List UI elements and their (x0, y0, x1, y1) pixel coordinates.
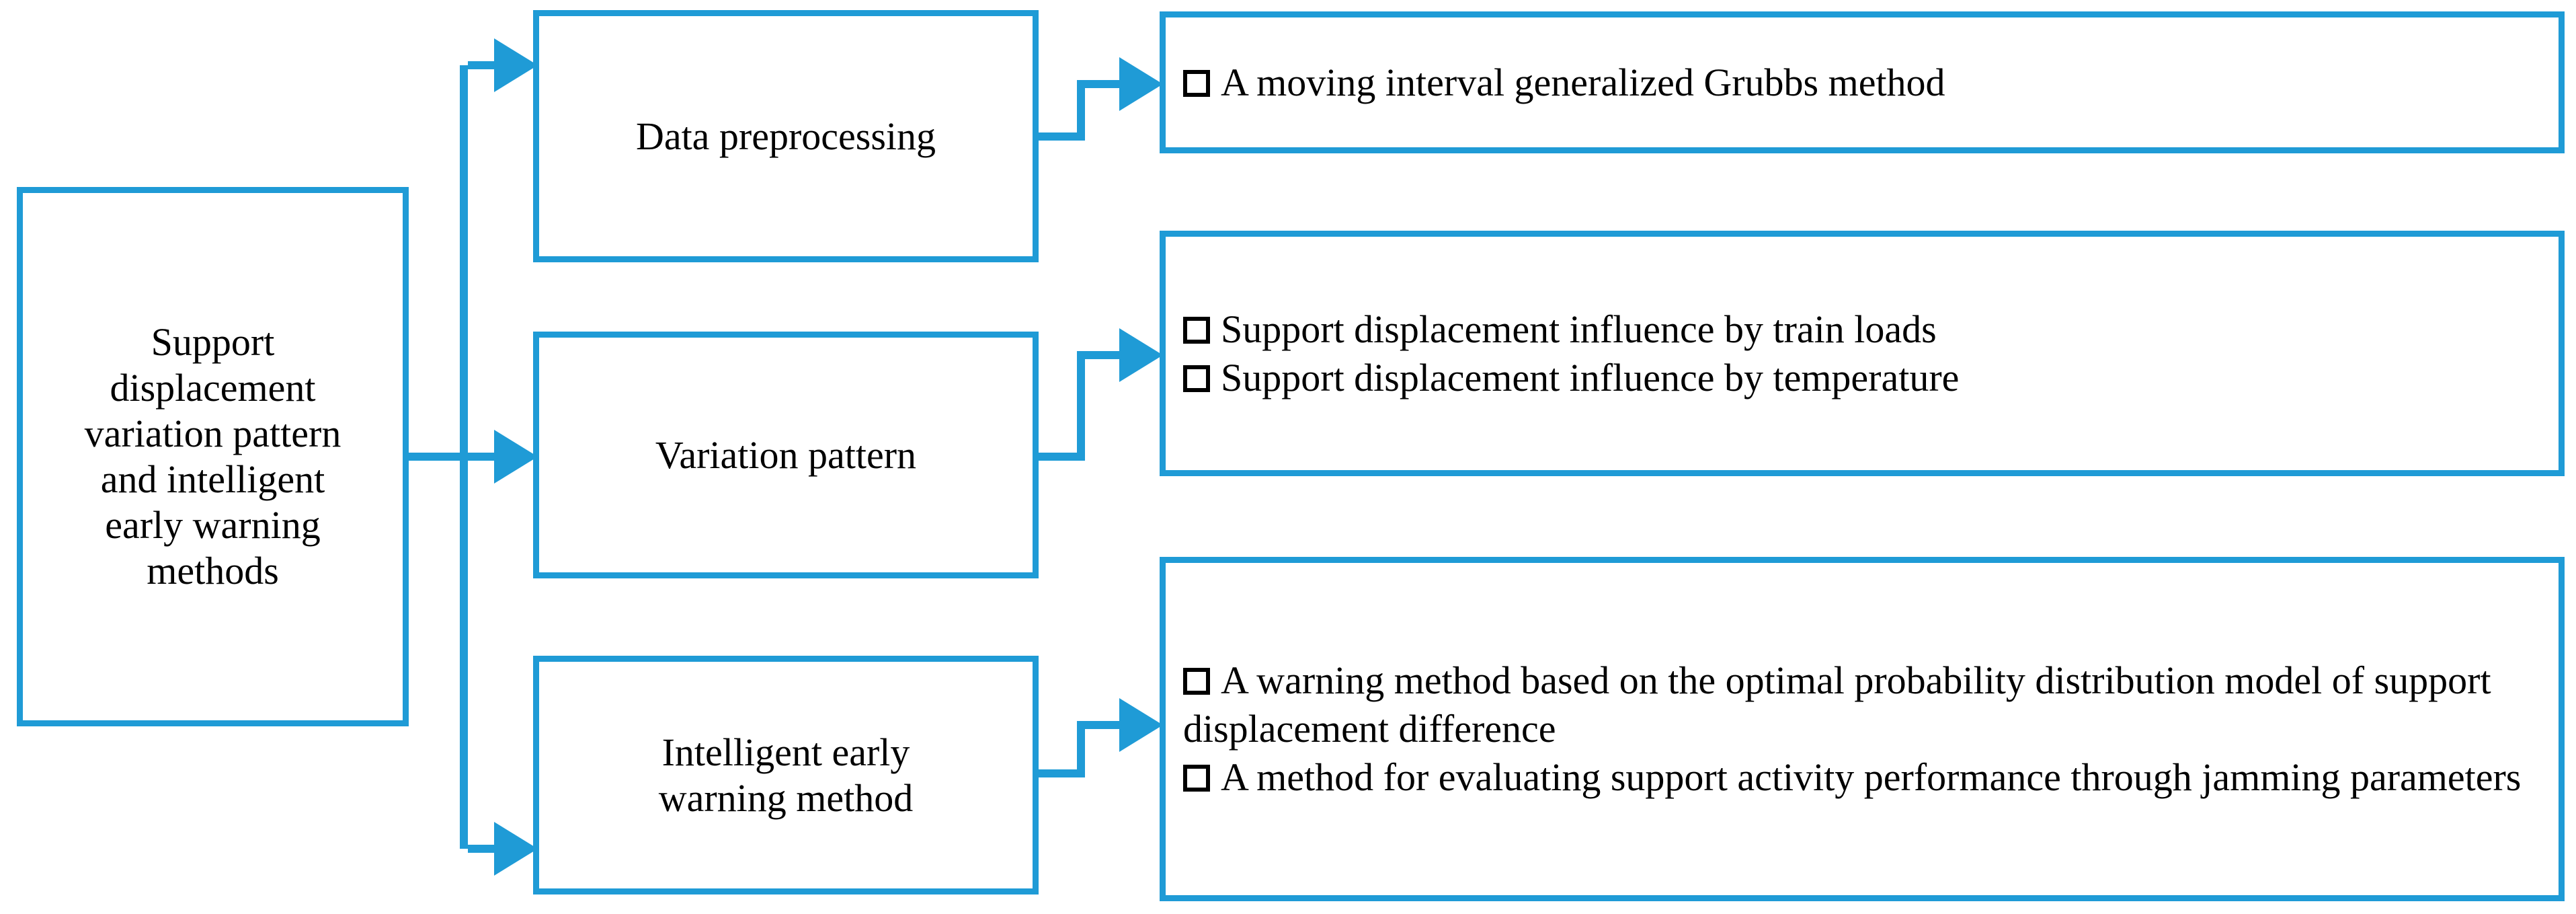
detail-item-label: A warning method based on the optimal pr… (1183, 658, 2491, 751)
detail-node-variation-pattern[interactable]: Support displacement influence by train … (1160, 231, 2565, 476)
detail-item-label: A moving interval generalized Grubbs met… (1221, 60, 1945, 104)
detail-node-intelligent-early-warning-method[interactable]: A warning method based on the optimal pr… (1160, 557, 2565, 901)
detail-list: A moving interval generalized Grubbs met… (1183, 59, 2559, 107)
arrowhead-root-to-stage-1 (494, 430, 538, 484)
stage-node-intelligent-early-warning-method[interactable]: Intelligent early warning method (533, 656, 1039, 894)
connector-stage-2-to-detail-2 (1039, 721, 1119, 777)
detail-item-label: Support displacement influence by train … (1221, 307, 1937, 351)
arrowhead-root-to-stage-2 (494, 822, 538, 876)
detail-item-label: A method for evaluating support activity… (1221, 755, 2522, 799)
arrowhead-stage-2-to-detail-2 (1119, 698, 1163, 752)
connector-stage-0-to-detail-0 (1039, 80, 1119, 141)
detail-list-item[interactable]: A moving interval generalized Grubbs met… (1183, 59, 2559, 107)
stage-node-data-preprocessing[interactable]: Data preprocessing (533, 10, 1039, 262)
connector-stage-1-to-detail-1 (1039, 351, 1119, 461)
empty-checkbox-icon[interactable] (1183, 764, 1210, 792)
stage-node-label: Variation pattern (655, 432, 917, 477)
arrowhead-stage-1-to-detail-1 (1119, 328, 1163, 382)
detail-node-data-preprocessing[interactable]: A moving interval generalized Grubbs met… (1160, 11, 2565, 153)
detail-list-item[interactable]: A method for evaluating support activity… (1183, 753, 2559, 802)
detail-list-item[interactable]: Support displacement influence by train … (1183, 305, 2559, 354)
empty-checkbox-icon[interactable] (1183, 365, 1210, 392)
stage-node-label: Intelligent early warning method (658, 730, 914, 820)
detail-list-item[interactable]: Support displacement influence by temper… (1183, 354, 2559, 402)
detail-list-item[interactable]: A warning method based on the optimal pr… (1183, 656, 2559, 753)
arrowhead-stage-0-to-detail-0 (1119, 57, 1163, 111)
empty-checkbox-icon[interactable] (1183, 316, 1210, 344)
arrowhead-root-to-stage-0 (494, 38, 538, 92)
detail-list: A warning method based on the optimal pr… (1183, 656, 2559, 802)
detail-item-label: Support displacement influence by temper… (1221, 355, 1960, 399)
stage-node-label: Data preprocessing (635, 114, 936, 158)
empty-checkbox-icon[interactable] (1183, 69, 1210, 97)
root-node[interactable]: Support displacement variation pattern a… (17, 187, 409, 726)
empty-checkbox-icon[interactable] (1183, 668, 1210, 695)
root-node-label: Support displacement variation pattern a… (84, 320, 341, 593)
detail-list: Support displacement influence by train … (1183, 305, 2559, 402)
stage-node-variation-pattern[interactable]: Variation pattern (533, 332, 1039, 578)
